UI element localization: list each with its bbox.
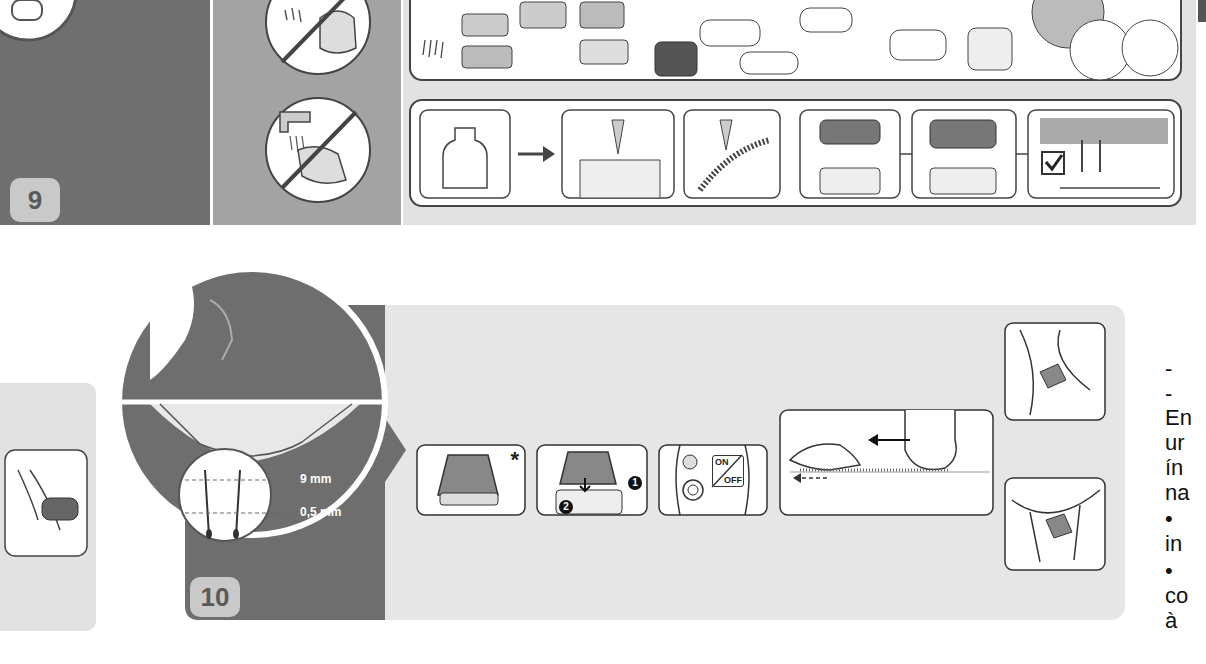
side-box [5,450,87,556]
dimension: 0,5 mm [300,505,341,519]
device-sketch [12,0,42,20]
step-badge: 9 [10,178,60,222]
cut-off-text: • [1165,558,1173,584]
dimension: 9 mm [300,472,331,486]
cut-off-text: na [1165,480,1189,506]
node-text: OFF [724,475,742,485]
cut-off-text: ín [1165,455,1183,481]
hair-circle [179,449,296,541]
cut-off-text: • [1165,506,1173,532]
step-boxes [417,323,1105,570]
cut-off-text: in [1165,531,1182,557]
no-tap-circle [266,98,370,202]
callout-number: 2 [559,500,573,514]
chevron [385,418,406,482]
callout-number: 1 [628,476,642,490]
node-text: 9 [10,178,60,222]
oiling-steps [410,100,1181,206]
side-panel [0,383,96,631]
node-text: ON [715,457,729,467]
cut-off-text: - [1165,356,1172,382]
cut-off-text: - [1165,381,1172,407]
node-text: * [510,447,519,473]
cut-off-text: ur [1165,430,1185,456]
step-panel: 10 * ON OFF [185,305,1125,620]
edge-mark [1198,0,1206,22]
node-text: 10 [190,577,240,617]
on-off-switch: ON OFF [712,455,744,487]
cut-circle [0,0,76,40]
cut-off-text: co [1165,583,1188,609]
attachments-box [410,0,1181,80]
no-water-circle [266,0,370,74]
device-sketch [42,498,78,520]
on-off-slash [712,455,742,487]
cut-off-text: En [1165,405,1192,431]
cut-off-text: à [1165,608,1177,634]
attachment-box: * [417,445,525,515]
